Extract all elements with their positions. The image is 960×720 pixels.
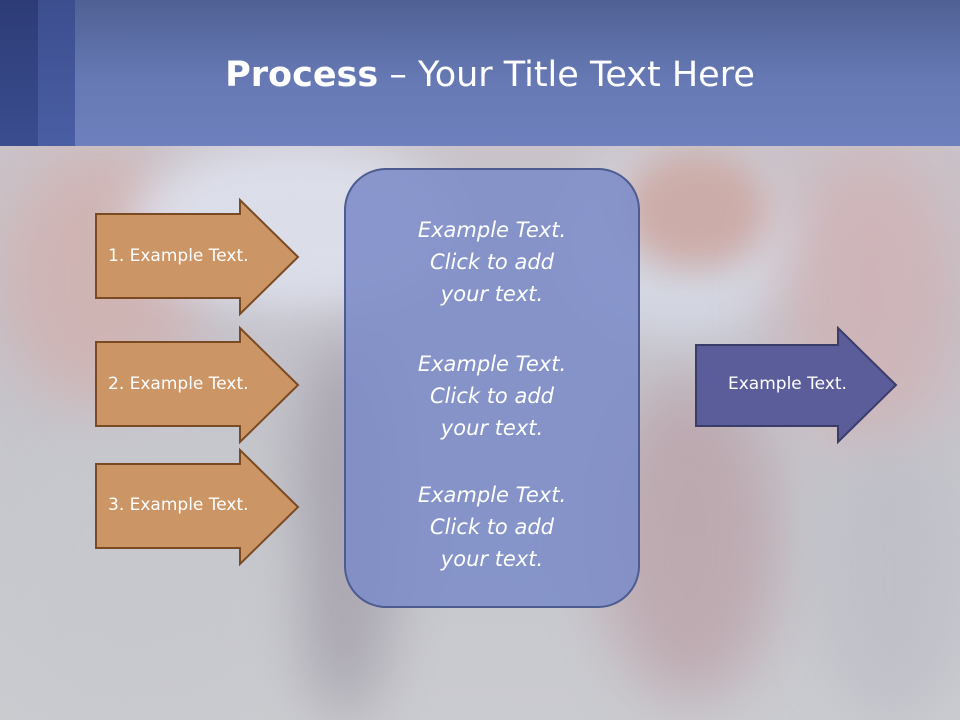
input-arrow-2-label: 2. Example Text. [108, 374, 249, 394]
input-arrow-1-shape [95, 197, 300, 317]
center-item-1: Example Text. Click to add your text. [417, 218, 567, 306]
input-arrow-1[interactable] [94, 197, 300, 317]
input-arrow-2[interactable] [94, 325, 300, 445]
title-bold-part: Process [225, 55, 379, 95]
header-bar [0, 0, 960, 146]
input-arrow-1-label: 1. Example Text. [108, 246, 249, 266]
center-item-2: Example Text. Click to add your text. [417, 352, 567, 440]
center-process-box[interactable]: Example Text. Click to add your text. Ex… [344, 168, 640, 608]
center-item-3: Example Text. Click to add your text. [417, 483, 567, 571]
header-accent-strip [38, 0, 75, 146]
input-arrow-2-shape [95, 325, 300, 445]
header-accent-strip [0, 0, 38, 146]
input-arrow-3-label: 3. Example Text. [108, 495, 249, 515]
title-text-part: – Your Title Text Here [378, 55, 755, 95]
slide-title[interactable]: Process – Your Title Text Here [75, 52, 905, 98]
output-arrow-shape [695, 325, 898, 445]
output-arrow[interactable] [694, 325, 900, 445]
input-arrow-3-shape [95, 447, 300, 567]
output-arrow-label: Example Text. [728, 374, 847, 394]
input-arrow-3[interactable] [94, 447, 300, 567]
